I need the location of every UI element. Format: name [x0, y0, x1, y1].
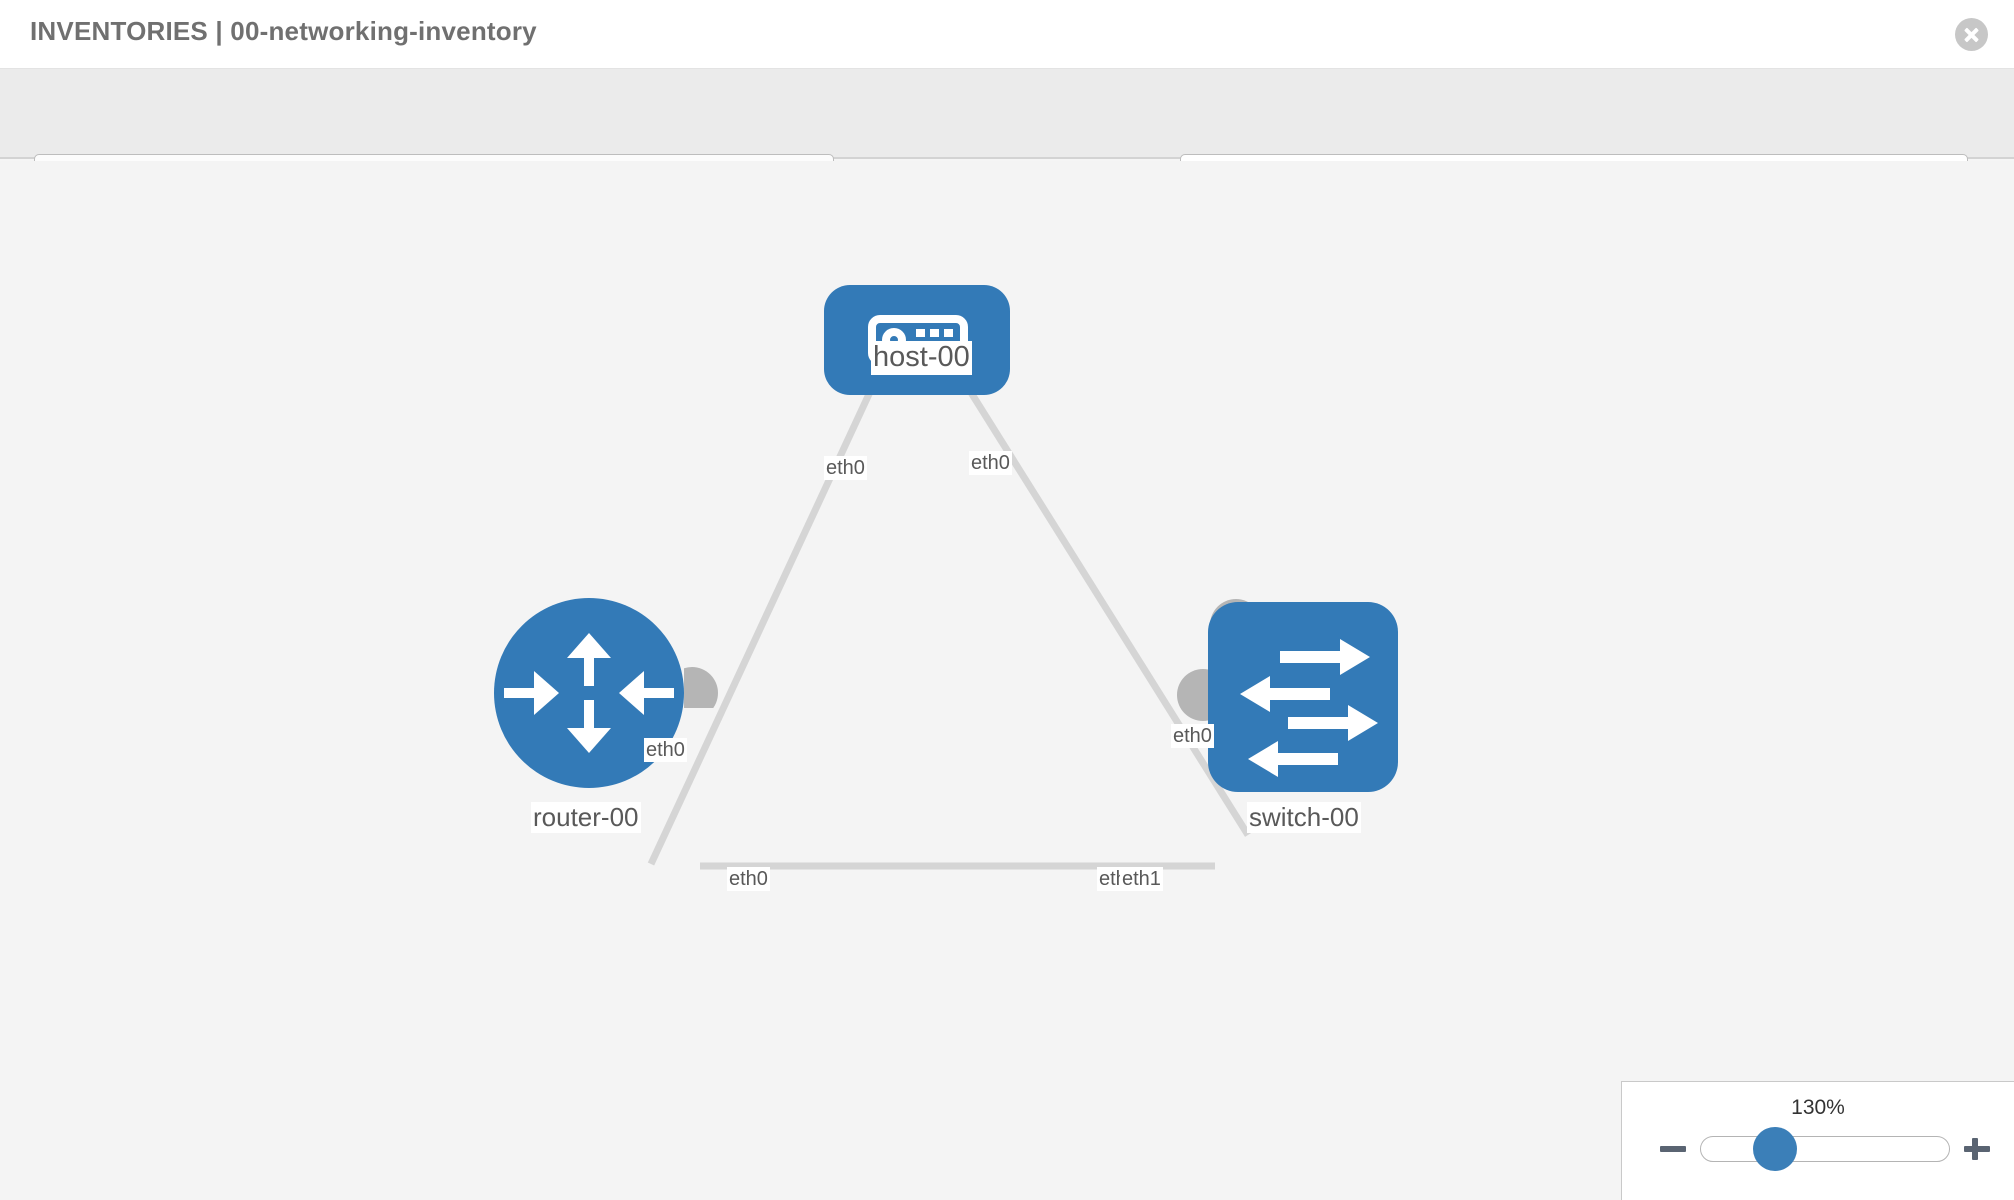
- topology-canvas[interactable]: host-00 router-00 switch-00 eth0 eth0 et…: [0, 161, 2014, 1200]
- node-switch-00[interactable]: [1208, 602, 1398, 792]
- interface-label: eth1: [1120, 867, 1163, 891]
- zoom-slider-track[interactable]: [1700, 1136, 1950, 1162]
- node-router-00[interactable]: [494, 598, 684, 788]
- node-host-00[interactable]: [824, 285, 1010, 395]
- link-host-switch[interactable]: [942, 349, 1251, 837]
- interface-label: eth0: [727, 867, 770, 891]
- link-host-router[interactable]: [647, 349, 893, 866]
- interface-label: eth0: [824, 456, 867, 480]
- topology-graph: [494, 285, 1398, 870]
- node-label-host-00: host-00: [871, 341, 972, 375]
- interface-label: eth0: [969, 451, 1012, 475]
- close-icon[interactable]: [1955, 18, 1988, 51]
- zoom-control-panel: 130%: [1621, 1081, 2014, 1200]
- zoom-in-button[interactable]: [1962, 1134, 1992, 1164]
- node-label-switch-00: switch-00: [1247, 802, 1361, 833]
- port-router-eth0[interactable]: [666, 667, 718, 719]
- interface-label: eth0: [644, 738, 687, 762]
- page-header: INVENTORIES | 00-networking-inventory: [0, 0, 2014, 69]
- node-label-router-00: router-00: [531, 802, 641, 833]
- page-title: INVENTORIES | 00-networking-inventory: [30, 16, 537, 46]
- zoom-out-button[interactable]: [1658, 1134, 1688, 1164]
- topology-links: [647, 349, 1251, 870]
- interface-label: eth0: [1171, 724, 1214, 748]
- zoom-slider-thumb[interactable]: [1753, 1127, 1797, 1171]
- toolbar: ACTIONS SEARCH: [0, 69, 2014, 206]
- zoom-percent-label: 130%: [1791, 1096, 1845, 1119]
